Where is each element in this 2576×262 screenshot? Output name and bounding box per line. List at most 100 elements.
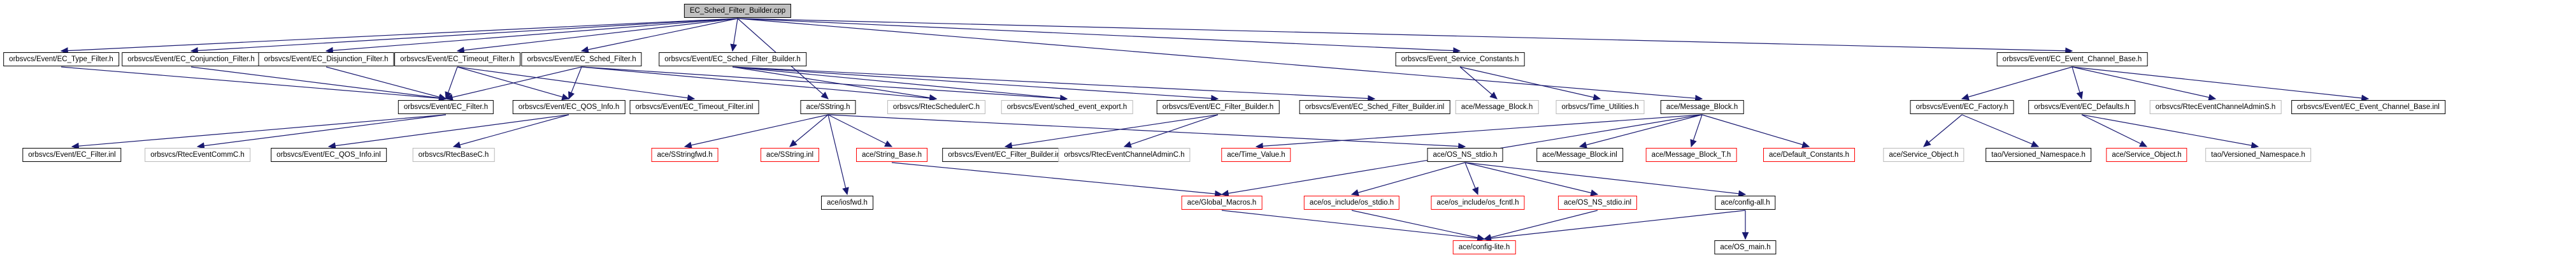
graph-node-os_fcntl[interactable]: ace/os_include/os_fcntl.h [1431,196,1525,210]
graph-node-configall[interactable]: ace/config-all.h [1715,196,1776,210]
include-edge [1690,114,1703,148]
graph-node-configlite[interactable]: ace/config-lite.h [1452,240,1516,254]
graph-node-export[interactable]: orbsvcs/Event/sched_event_export.h [1001,100,1133,114]
graph-node-disj[interactable]: orbsvcs/Event/EC_Disjunction_Filter.h [258,52,394,66]
graph-node-esc[interactable]: orbsvcs/Event_Service_Constants.h [1395,52,1525,66]
include-edge [456,18,738,54]
graph-node-qos_inl[interactable]: orbsvcs/Event/EC_QOS_Info.inl [271,148,387,162]
graph-node-svcobj_r[interactable]: ace/Service_Object.h [2106,148,2187,162]
graph-node-cpp[interactable]: EC_Sched_Filter_Builder.cpp [683,4,792,18]
graph-node-timeout[interactable]: orbsvcs/Event/EC_Timeout_Filter.h [394,52,520,66]
graph-node-ecb[interactable]: orbsvcs/Event/EC_Event_Channel_Base.h [1996,52,2148,66]
graph-node-rtsched[interactable]: orbsvcs/RtecSchedulerC.h [887,100,986,114]
include-edge [732,66,1219,102]
graph-node-sched[interactable]: orbsvcs/Event/EC_Sched_Filter.h [521,52,642,66]
include-edge [1255,114,1703,150]
include-edge [61,66,447,102]
include-edge [580,18,738,54]
include-edge [1221,210,1485,242]
graph-node-sfb_h[interactable]: orbsvcs/Event/EC_Sched_Filter_Builder.h [659,52,806,66]
graph-node-fb_inl[interactable]: orbsvcs/Event/EC_Filter_Builder.inl [942,148,1068,162]
graph-node-basec[interactable]: orbsvcs/RtecBaseC.h [412,148,495,162]
graph-node-sstrfwd[interactable]: ace/SStringfwd.h [651,148,719,162]
include-edge [326,66,447,101]
include-edge [457,66,696,101]
include-edge [190,66,447,102]
include-edge [827,114,893,147]
include-edge [732,66,938,101]
include-edge [732,66,1068,102]
graph-node-factory[interactable]: orbsvcs/Event/EC_Factory.h [1910,100,2014,114]
graph-node-conj[interactable]: orbsvcs/Event/EC_Conjunction_Filter.h [122,52,261,66]
graph-node-svcobj_g[interactable]: ace/Service_Object.h [1883,148,1964,162]
include-edge [445,66,458,100]
graph-node-commc[interactable]: orbsvcs/RtecEventCommC.h [145,148,250,162]
graph-node-type[interactable]: orbsvcs/Event/EC_Type_Filter.h [3,52,119,66]
include-edge [1483,210,1598,241]
graph-node-timeout_inl[interactable]: orbsvcs/Event/EC_Timeout_Filter.inl [629,100,759,114]
graph-node-strbase[interactable]: ace/String_Base.h [856,148,927,162]
include-edge [196,114,447,149]
include-edge [1464,162,1747,198]
graph-node-os_stdio[interactable]: ace/os_include/os_stdio.h [1303,196,1400,210]
graph-node-mb_t[interactable]: ace/Message_Block_T.h [1645,148,1737,162]
include-edge [732,66,1376,102]
graph-node-sstr_inl[interactable]: ace/SString.inl [760,148,820,162]
include-edge [1464,162,1599,196]
include-edge [1459,66,1498,99]
include-edge [1961,114,2040,147]
graph-node-globmac[interactable]: ace/Global_Macros.h [1181,196,1263,210]
include-edge [1464,162,1479,196]
graph-node-filter_inl[interactable]: orbsvcs/Event/EC_Filter.inl [22,148,122,162]
include-edge [737,18,1461,54]
graph-node-iosfwd[interactable]: ace/iosfwd.h [821,196,873,210]
include-edge [568,66,582,100]
include-edge [1123,114,1219,148]
include-edge [1483,210,1746,242]
include-edge [1350,162,1466,196]
graph-node-sstring[interactable]: ace/SString.h [800,100,856,114]
include-edge [827,114,1466,150]
graph-node-osns_stdio_inl[interactable]: ace/OS_NS_stdio.inl [1557,196,1638,210]
include-edge [1701,114,1810,149]
include-edge [445,66,582,101]
graph-node-mb_gray[interactable]: ace/Message_Block.h [1455,100,1539,114]
include-edge [2072,66,2084,100]
include-edge [789,114,829,147]
graph-node-admin_c[interactable]: orbsvcs/RtecEventChannelAdminC.h [1058,148,1191,162]
include-edge [683,114,829,149]
include-edge [737,18,2073,55]
graph-node-fb_h[interactable]: orbsvcs/Event/EC_Filter_Builder.h [1156,100,1280,114]
include-edge [2072,66,2217,101]
graph-node-sfb_inl[interactable]: orbsvcs/Event/EC_Sched_Filter_Builder.in… [1299,100,1450,114]
graph-node-admin_s[interactable]: orbsvcs/RtecEventChannelAdminS.h [2149,100,2282,114]
include-edge [60,18,738,54]
include-edge [1961,66,2073,101]
include-edge [2081,114,2148,147]
graph-node-timeval[interactable]: ace/Time_Value.h [1221,148,1291,162]
include-edge [2081,114,2259,149]
graph-node-defconst[interactable]: ace/Default_Constants.h [1763,148,1855,162]
graph-node-vns_b[interactable]: tao/Versioned_Namespace.h [1986,148,2091,162]
graph-node-ecb_inl[interactable]: orbsvcs/Event/EC_Event_Channel_Base.inl [2291,100,2445,114]
include-edge [71,114,447,150]
include-edge [2072,66,2370,102]
include-edge [190,18,738,54]
include-edge [891,162,1223,198]
graph-node-filter[interactable]: orbsvcs/Event/EC_Filter.h [397,100,494,114]
include-edge [327,114,569,149]
graph-node-mb[interactable]: ace/Message_Block.h [1660,100,1744,114]
include-edge [1004,114,1219,149]
graph-node-timeutil[interactable]: orbsvcs/Time_Utilities.h [1556,100,1645,114]
include-edge [730,18,738,52]
include-edge [1351,210,1485,241]
graph-node-mb_inl[interactable]: ace/Message_Block.inl [1536,148,1623,162]
graph-node-osns_stdio[interactable]: ace/OS_NS_stdio.h [1427,148,1503,162]
graph-node-defaults[interactable]: orbsvcs/Event/EC_Defaults.h [2028,100,2135,114]
include-edge [1459,66,1601,101]
graph-node-osmain[interactable]: ace/OS_main.h [1714,240,1777,254]
graph-node-qos[interactable]: orbsvcs/Event/EC_QOS_Info.h [512,100,626,114]
graph-node-vns_g[interactable]: tao/Versioned_Namespace.h [2205,148,2311,162]
